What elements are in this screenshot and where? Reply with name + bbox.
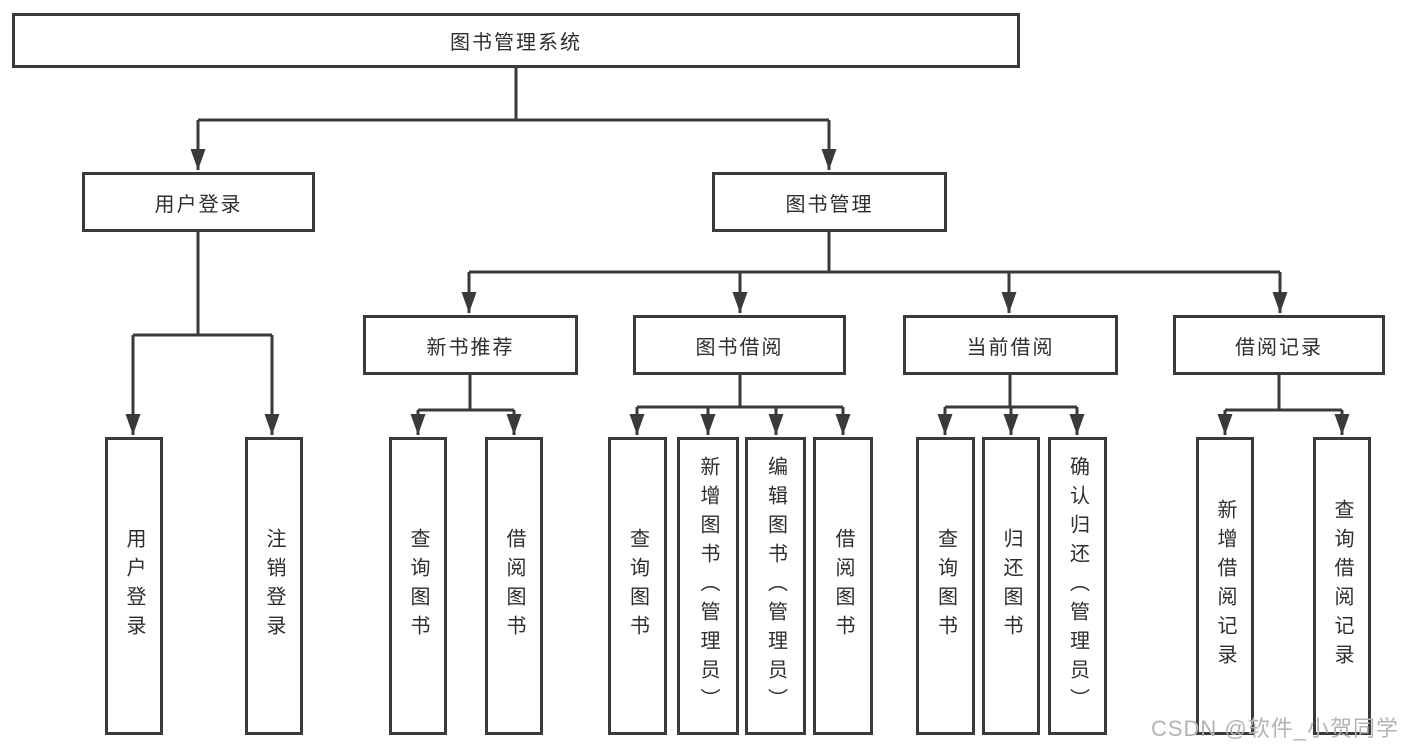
node-user-login-branch: 用户登录 (82, 172, 315, 232)
node-borrowing-records: 借阅记录 (1173, 315, 1385, 375)
leaf-add-borrow-record: 新增借阅记录 (1196, 437, 1254, 735)
node-current-borrowing: 当前借阅 (903, 315, 1118, 375)
leaf-borrow-books-borrowing: 借阅图书 (813, 437, 873, 735)
leaf-confirm-return-admin: 确认归还（管理员） (1048, 437, 1107, 735)
leaf-borrow-books-recommend: 借阅图书 (485, 437, 543, 735)
leaf-query-books-borrowing: 查询图书 (608, 437, 667, 735)
leaf-return-books: 归还图书 (982, 437, 1040, 735)
leaf-logout: 注销登录 (245, 437, 303, 735)
leaf-query-borrow-record: 查询借阅记录 (1313, 437, 1371, 735)
node-book-management-branch: 图书管理 (712, 172, 947, 232)
node-new-book-recommendation: 新书推荐 (363, 315, 578, 375)
leaf-query-books-recommend: 查询图书 (389, 437, 447, 735)
csdn-watermark: CSDN @软件_小贺同学 (1150, 716, 1399, 741)
leaf-query-books-current: 查询图书 (916, 437, 975, 735)
node-library-management-system: 图书管理系统 (12, 13, 1020, 68)
leaf-user-login: 用户登录 (105, 437, 163, 735)
leaf-edit-book-admin: 编辑图书（管理员） (745, 437, 806, 735)
node-book-borrowing: 图书借阅 (633, 315, 846, 375)
leaf-add-book-admin: 新增图书（管理员） (677, 437, 739, 735)
